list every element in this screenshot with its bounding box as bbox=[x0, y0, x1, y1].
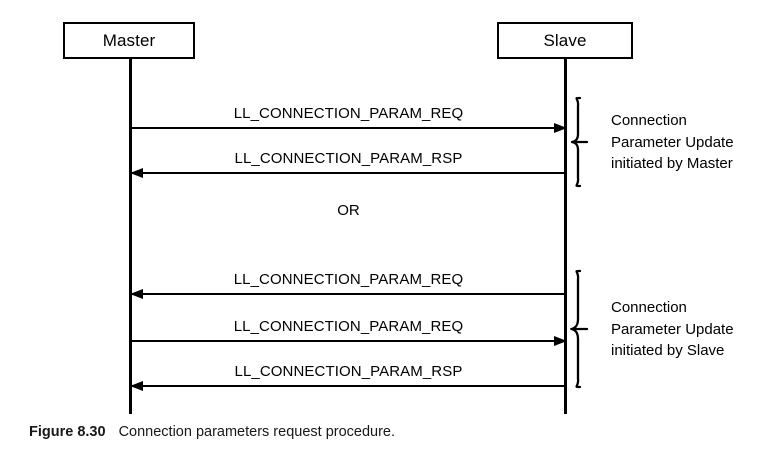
participant-box-slave: Slave bbox=[497, 22, 633, 59]
annotation-group-slave-initiated: Connection Parameter Update initiated by… bbox=[570, 269, 760, 389]
annotation-line-2: Parameter Update bbox=[611, 320, 734, 338]
arrow-head-right-icon bbox=[554, 122, 567, 133]
annotation-text-slave-initiated: Connection Parameter Update initiated by… bbox=[611, 297, 734, 362]
message-line-1 bbox=[131, 127, 566, 129]
message-line-5 bbox=[131, 385, 566, 387]
arrow-head-left-icon bbox=[130, 380, 143, 391]
message-line-2 bbox=[131, 172, 566, 174]
arrow-head-left-icon bbox=[130, 288, 143, 299]
message-label-3: LL_CONNECTION_PARAM_REQ bbox=[233, 271, 464, 288]
annotation-line-1: Connection bbox=[611, 298, 687, 316]
message-line-4 bbox=[131, 340, 566, 342]
figure-caption: Figure 8.30 Connection parameters request… bbox=[29, 423, 395, 441]
participant-box-master: Master bbox=[63, 22, 195, 59]
or-divider-label: OR bbox=[337, 202, 360, 219]
annotation-line-1: Connection bbox=[611, 111, 687, 129]
curly-brace-icon bbox=[570, 96, 589, 188]
participant-label-slave: Slave bbox=[543, 31, 587, 50]
annotation-line-3: initiated by Slave bbox=[611, 341, 725, 359]
message-label-4: LL_CONNECTION_PARAM_REQ bbox=[233, 318, 464, 335]
lifeline-master bbox=[129, 58, 132, 414]
arrow-head-left-icon bbox=[130, 167, 143, 178]
message-line-3 bbox=[131, 293, 566, 295]
annotation-line-2: Parameter Update bbox=[611, 133, 734, 151]
message-label-2: LL_CONNECTION_PARAM_RSP bbox=[234, 150, 463, 167]
figure-caption-number: Figure 8.30 bbox=[29, 424, 106, 440]
annotation-line-3: initiated by Master bbox=[611, 154, 733, 172]
lifeline-slave bbox=[564, 58, 567, 414]
annotation-text-master-initiated: Connection Parameter Update initiated by… bbox=[611, 110, 734, 175]
annotation-group-master-initiated: Connection Parameter Update initiated by… bbox=[570, 96, 760, 188]
participant-label-master: Master bbox=[102, 31, 156, 50]
message-label-1: LL_CONNECTION_PARAM_REQ bbox=[233, 105, 464, 122]
figure-caption-text: Connection parameters request procedure. bbox=[118, 424, 396, 440]
curly-brace-icon bbox=[570, 269, 589, 389]
arrow-head-right-icon bbox=[554, 335, 567, 346]
message-label-5: LL_CONNECTION_PARAM_RSP bbox=[234, 363, 463, 380]
